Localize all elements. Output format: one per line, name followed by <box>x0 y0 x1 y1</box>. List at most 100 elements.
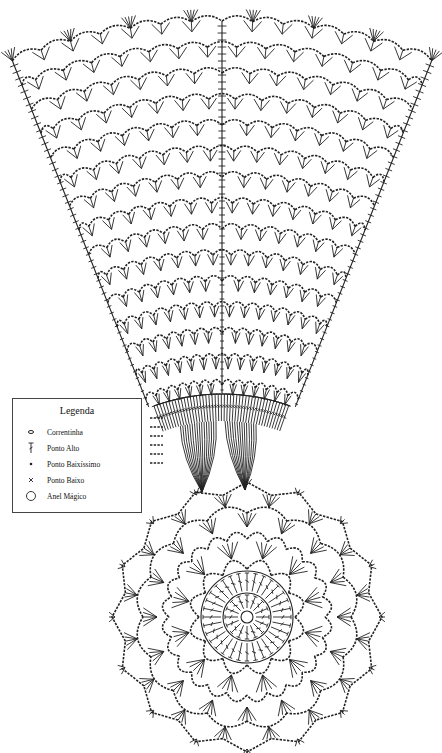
stitch-mark <box>369 665 376 667</box>
stitch-mark <box>304 80 314 89</box>
stitch-mark <box>145 371 146 383</box>
stitch-mark <box>247 533 267 542</box>
stitch-mark <box>238 574 242 592</box>
stitch-mark <box>240 630 242 634</box>
stitch-mark <box>287 598 289 602</box>
stitch-mark <box>66 67 71 80</box>
stitch-mark <box>219 208 225 209</box>
stitch-mark <box>196 739 198 746</box>
stitch-mark <box>141 264 144 275</box>
stitch-mark <box>57 99 60 109</box>
stitch-mark <box>94 60 100 73</box>
stitch-mark <box>281 622 284 625</box>
stitch-mark <box>283 415 286 418</box>
stitch-mark <box>90 197 93 207</box>
stitch-mark <box>70 40 73 51</box>
stitch-mark <box>122 128 147 136</box>
stitch-mark <box>242 513 247 527</box>
stitch-mark <box>308 187 317 196</box>
stitch-mark <box>269 615 270 619</box>
stitch-mark <box>279 601 281 605</box>
stitch-mark <box>339 139 343 152</box>
stitch-mark <box>298 263 301 275</box>
stitch-mark <box>261 409 264 412</box>
stitch-mark <box>313 215 322 224</box>
stitch-mark <box>64 31 71 42</box>
stitch-mark <box>233 380 244 386</box>
stitch-mark <box>236 659 240 661</box>
stitch-mark <box>206 627 223 634</box>
stitch-mark <box>243 395 246 422</box>
stitch-mark <box>401 129 408 132</box>
stitch-mark <box>183 225 202 231</box>
stitch-mark <box>142 679 154 682</box>
stitch-mark <box>271 492 316 514</box>
stitch-mark <box>408 110 416 113</box>
stitch-mark <box>73 221 79 223</box>
stitch-mark <box>288 315 295 325</box>
stitch-mark <box>235 98 243 109</box>
stitch-mark <box>36 69 64 80</box>
stitch-mark <box>225 306 229 317</box>
stitch-mark <box>271 589 273 593</box>
stitch-mark <box>244 422 245 490</box>
stitch-mark <box>262 256 266 268</box>
stitch-mark <box>156 340 157 352</box>
stitch-mark <box>192 672 208 686</box>
stitch-mark <box>191 21 193 32</box>
stitch-mark <box>162 366 168 376</box>
stitch-mark <box>139 291 142 302</box>
stitch-mark <box>156 96 182 103</box>
stitch-mark <box>195 72 203 83</box>
stitch-mark <box>242 707 247 721</box>
stitch-mark <box>209 98 216 109</box>
stitch-mark <box>343 617 357 657</box>
stitch-mark <box>276 366 282 376</box>
stitch-mark <box>395 47 400 60</box>
stitch-mark <box>262 96 288 103</box>
stitch-mark <box>177 173 199 179</box>
stitch-mark <box>94 273 99 275</box>
stitch-mark <box>225 358 228 369</box>
stitch-mark <box>231 623 240 632</box>
stitch-mark <box>218 145 225 146</box>
stitch-mark <box>337 608 351 617</box>
stitch-mark <box>165 128 173 138</box>
stitch-mark <box>192 548 208 562</box>
stitch-mark <box>140 151 163 159</box>
stitch-mark <box>283 261 290 271</box>
stitch-mark <box>229 306 234 317</box>
stitch-mark <box>197 120 222 126</box>
stitch-mark <box>243 386 247 397</box>
stitch-mark <box>212 602 216 604</box>
stitch-mark <box>266 410 269 413</box>
stitch-mark <box>222 172 244 178</box>
stitch-mark <box>201 98 209 109</box>
stitch-mark <box>132 26 139 38</box>
stitch-mark <box>297 128 322 136</box>
stitch-mark <box>289 208 293 220</box>
stitch-mark <box>337 612 351 617</box>
stitch-mark <box>195 250 213 256</box>
stitch-mark <box>230 610 234 612</box>
stitch-mark <box>239 277 256 283</box>
stitch-mark <box>320 338 324 340</box>
stitch-mark <box>302 320 310 329</box>
stitch-mark <box>315 133 320 145</box>
stitch-mark <box>178 48 180 59</box>
stitch-mark <box>200 307 204 318</box>
stitch-mark <box>70 214 76 216</box>
stitch-mark <box>251 151 257 162</box>
stitch-mark <box>249 407 252 410</box>
stitch-mark <box>312 16 314 28</box>
stitch-mark <box>221 640 223 644</box>
stitch-mark <box>357 633 370 639</box>
stitch-mark <box>344 32 374 42</box>
stitch-mark <box>313 358 317 359</box>
stitch-mark <box>286 313 288 325</box>
stitch-mark <box>191 198 212 204</box>
stitch-mark <box>207 46 208 57</box>
stitch-mark <box>211 519 212 534</box>
stitch-mark <box>170 206 171 217</box>
stitch-mark <box>220 285 225 286</box>
